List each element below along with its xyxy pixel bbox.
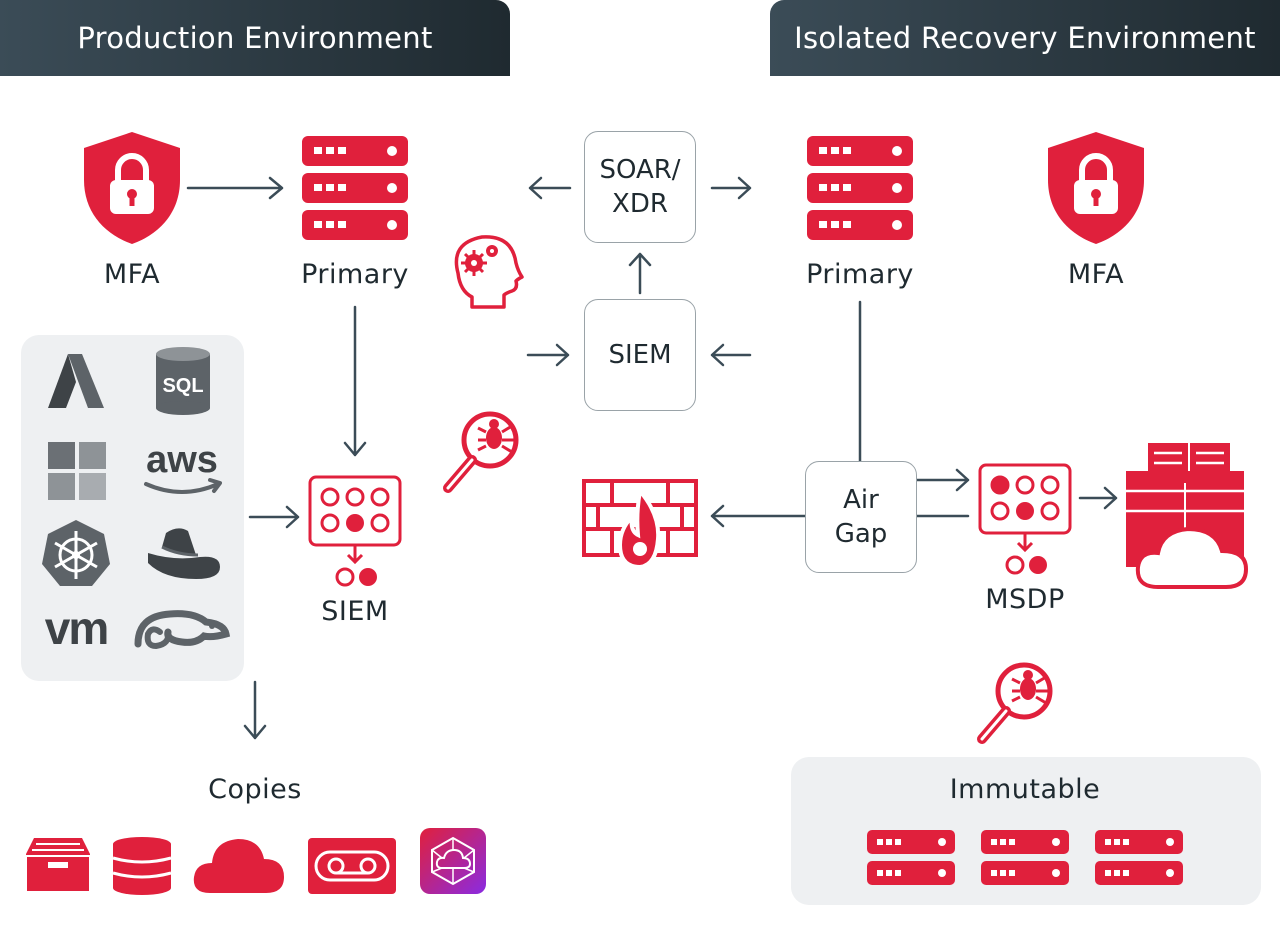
msdp-label: MSDP (985, 584, 1065, 615)
network-cloud-icon (420, 828, 486, 894)
primary-label: Primary (301, 259, 409, 290)
soar-xdr-box: SOAR/ XDR (584, 131, 696, 243)
archive-icon (25, 838, 91, 893)
siem-icon (308, 475, 402, 587)
suse-icon (134, 610, 231, 650)
msdp-icon (978, 463, 1072, 575)
mfa-shield-icon (84, 132, 180, 244)
air-gap-line1: Air (843, 485, 879, 515)
center-siem-box: SIEM (584, 299, 696, 411)
recovery-primary-server-icon (807, 136, 913, 240)
ai-head-icon (454, 235, 524, 309)
tape-icon (308, 838, 396, 894)
copies-label: Copies (208, 774, 302, 805)
svg-text:SQL: SQL (162, 375, 203, 397)
kubernetes-icon (42, 520, 110, 586)
database-icon (112, 837, 172, 895)
recovery-environment-header: Isolated Recovery Environment (770, 0, 1280, 76)
cloud-storage-icon (1126, 443, 1249, 589)
immutable-label: Immutable (949, 774, 1101, 805)
recovery-primary-label: Primary (806, 259, 914, 290)
sql-icon: SQL (156, 347, 210, 415)
siem-label: SIEM (321, 596, 389, 627)
redhat-icon (148, 528, 220, 579)
soar-xdr-line1: SOAR/ (599, 155, 681, 185)
svg-text:vm: vm (45, 602, 108, 654)
immutable-server-3-icon (1095, 830, 1183, 885)
recovery-mfa-shield-icon (1048, 132, 1144, 244)
vmware-icon: vm (45, 602, 110, 654)
firewall-icon (582, 479, 698, 570)
windows-icon (48, 442, 106, 500)
recovery-threat-search-icon (977, 662, 1053, 744)
recovery-mfa-label: MFA (1067, 259, 1125, 290)
center-siem-label: SIEM (608, 340, 672, 370)
air-gap-box: Air Gap (805, 461, 917, 573)
azure-icon (48, 354, 104, 408)
primary-server-icon (302, 136, 408, 240)
immutable-server-2-icon (981, 830, 1069, 885)
threat-search-icon (443, 411, 519, 493)
air-gap-line2: Gap (834, 519, 888, 549)
cloud-icon (193, 839, 284, 893)
aws-icon: aws (144, 439, 222, 494)
production-environment-header: Production Environment (0, 0, 510, 76)
mfa-label: MFA (103, 259, 161, 290)
immutable-server-1-icon (867, 830, 955, 885)
soar-xdr-line2: XDR (612, 189, 668, 219)
svg-text:aws: aws (146, 439, 218, 481)
